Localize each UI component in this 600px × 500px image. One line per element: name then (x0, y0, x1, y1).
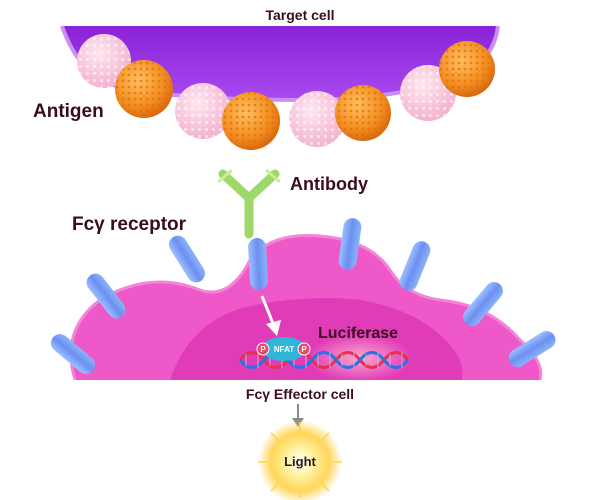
antibody-label: Antibody (290, 174, 368, 194)
fc-receptor-icon (50, 334, 96, 374)
antigen-pale-2-dots (175, 83, 231, 139)
phospho-right (297, 342, 311, 356)
fc-receptor-icon (338, 218, 362, 270)
luciferase-label: Luciferase (318, 325, 399, 342)
nfat-label: NFAT (274, 345, 294, 354)
light-burst-icon (258, 420, 342, 500)
fc-receptor-icon (463, 281, 503, 327)
nfat-complex: P P NFAT (256, 337, 311, 361)
effector-cell-label: Fcγ Effector cell (245, 386, 355, 402)
fc-receptor-icon (168, 235, 206, 283)
phospho-left-label: P (260, 345, 266, 354)
signal-arrow (260, 295, 281, 336)
target-cell-label: Target cell (265, 7, 335, 23)
light-label: Light (284, 454, 316, 469)
phospho-left (256, 342, 270, 356)
antigen-group (77, 34, 495, 150)
antibody-icon (217, 169, 281, 239)
antigen-orange-2-dots (222, 92, 280, 150)
fc-receptor-icon (399, 241, 431, 291)
fc-receptor-icon (508, 330, 556, 368)
dna-helix-icon (238, 351, 410, 369)
antigen-orange-1-dots (115, 60, 173, 118)
antigen-label: Antigen (33, 101, 104, 122)
phospho-right-label: P (301, 345, 307, 354)
antigen-orange-3-dots (335, 85, 391, 141)
fc-receptor-icon (248, 238, 268, 290)
fc-receptor-icon (86, 273, 126, 319)
fc-receptor-label: Fcγ receptor (72, 214, 187, 235)
antigen-pale-3-dots (289, 91, 345, 147)
fc-receptors (50, 218, 556, 374)
antigen-pale-1-dots (77, 34, 131, 88)
antigen-orange-4-dots (439, 41, 495, 97)
